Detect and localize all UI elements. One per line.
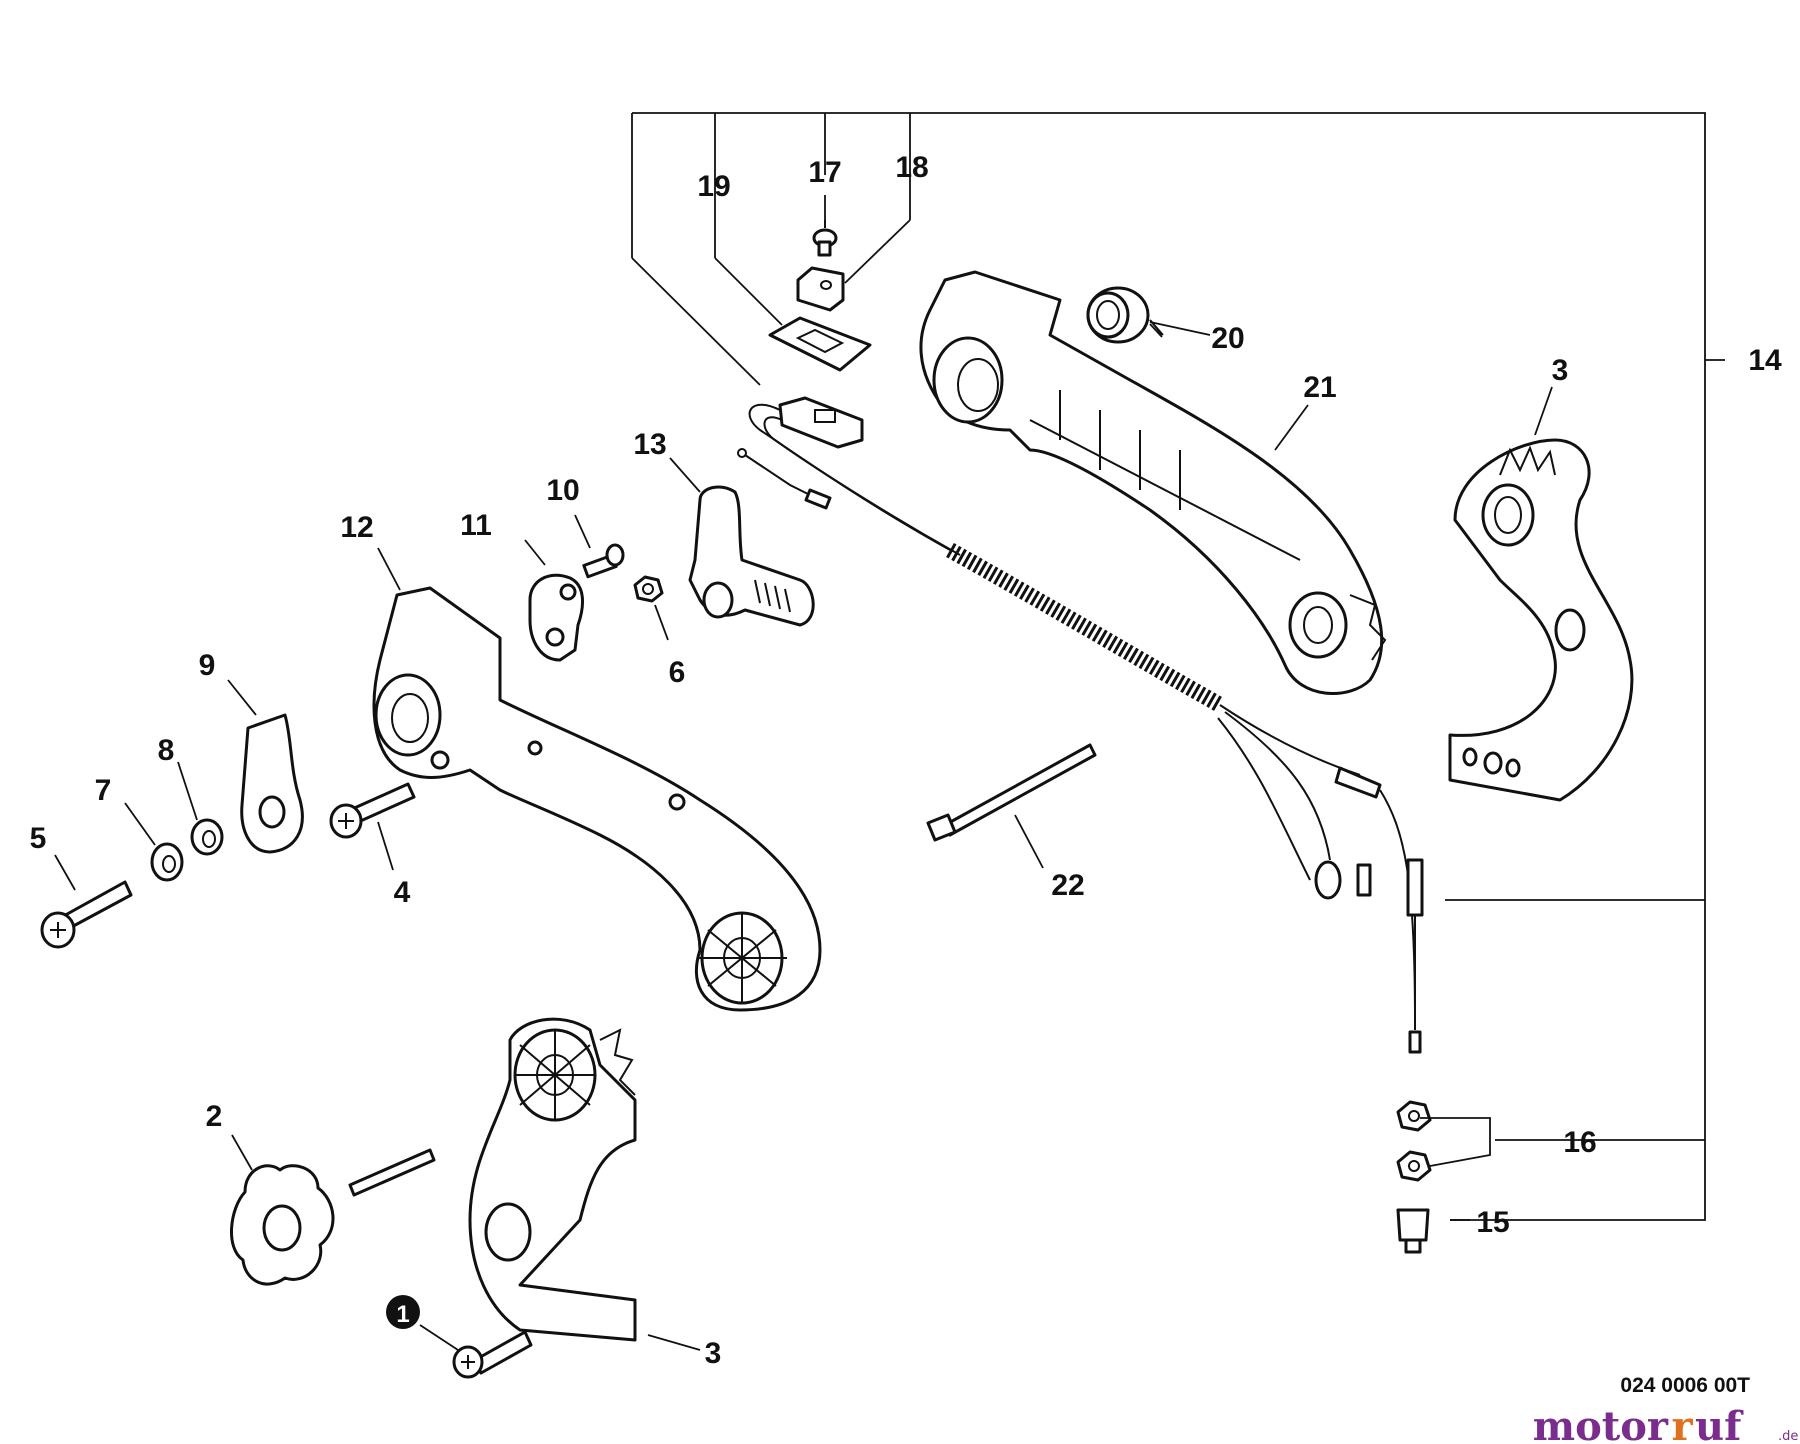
part-handle-12: [372, 586, 822, 1012]
part-knob-2: [230, 1148, 436, 1286]
callout-badge-1: [386, 1295, 420, 1329]
part-clamp-3-upper: [1448, 438, 1634, 802]
part-cable-assembly: [737, 448, 1424, 1054]
callout-13: 13: [633, 428, 666, 461]
callout-15: 15: [1476, 1206, 1509, 1239]
part-plate-19: [768, 316, 872, 372]
diagram-code: 024 0006 00T: [1620, 1374, 1750, 1397]
part-screw-4: [329, 782, 416, 839]
part-block-18: [796, 266, 845, 312]
leader-lines: [54, 195, 1553, 1351]
callout-3-upper: 3: [1552, 354, 1569, 387]
watermark-brand-mid: r: [1671, 1403, 1693, 1444]
part-screw-10: [582, 543, 625, 579]
assembly-bracket-14: [631, 112, 1725, 1221]
part-washer-8: [190, 818, 224, 856]
callout-14: 14: [1748, 344, 1782, 377]
part-plug-15: [1396, 1208, 1430, 1254]
callout-19: 19: [697, 170, 730, 203]
callout-20: 20: [1211, 322, 1244, 355]
part-clamp-3-lower: [468, 1017, 637, 1342]
callout-2: 2: [206, 1100, 223, 1133]
callout-21: 21: [1303, 371, 1336, 404]
callout-labels: 1 2 3 3 4 5 6 7 8 9 10 11 12 13 14 15 16…: [30, 151, 1782, 1370]
callout-7: 7: [95, 774, 112, 807]
callout-11: 11: [460, 509, 492, 542]
callout-1: 1: [396, 1301, 409, 1328]
callout-8: 8: [158, 734, 175, 767]
watermark-brand-a: motor: [1533, 1403, 1669, 1444]
part-handle-half-21: [919, 270, 1387, 695]
callout-6: 6: [669, 656, 686, 689]
callout-18: 18: [895, 151, 928, 184]
part-bracket-11: [528, 573, 584, 662]
part-nut-6: [633, 575, 664, 603]
part-grommet-20: [1086, 286, 1150, 344]
callout-22: 22: [1051, 869, 1084, 902]
callout-16: 16: [1563, 1126, 1596, 1159]
part-cable-tie-22: [926, 743, 1097, 842]
callout-5: 5: [30, 822, 47, 855]
callout-3-lower: 3: [705, 1337, 722, 1370]
part-washer-7: [150, 842, 184, 882]
watermark-brand-b: uf: [1695, 1403, 1744, 1444]
part-nut-16: [1396, 1100, 1432, 1182]
part-switch-wiring: [748, 396, 961, 556]
watermark-tld: .de: [1778, 1429, 1798, 1444]
watermark-logo: motor r uf .de: [1533, 1403, 1799, 1444]
callout-9: 9: [199, 649, 216, 682]
callout-12: 12: [340, 511, 373, 544]
part-lever-13: [688, 485, 815, 627]
callout-10: 10: [546, 474, 579, 507]
callout-17: 17: [808, 156, 841, 189]
callout-4: 4: [394, 876, 411, 909]
part-lever-9: [240, 713, 304, 854]
part-screw-1: [452, 1330, 533, 1379]
part-screw-17: [812, 220, 838, 257]
part-screw-5: [40, 880, 133, 949]
